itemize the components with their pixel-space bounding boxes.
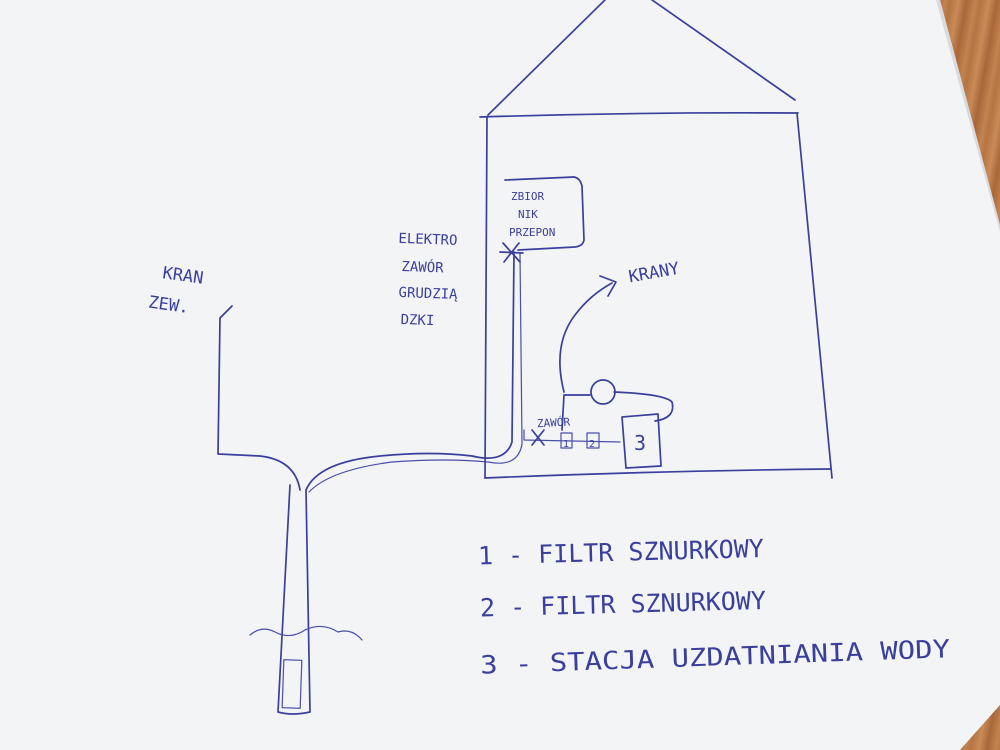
filter-box-2: [586, 432, 600, 449]
valve-star: [531, 429, 545, 446]
well-pump: [281, 659, 303, 709]
label-grudzia: GRUDZIĄ: [398, 285, 458, 303]
filter-box-1: [560, 432, 573, 449]
label-zbior: ZBIOR: [511, 190, 544, 203]
label-elektrozawor: ELEKTRO ZAWÓR GRUDZIĄ DZKI: [398, 231, 458, 329]
meter-circle: [590, 379, 616, 405]
house-left-wall: [484, 116, 488, 479]
station-box-3: [621, 413, 662, 469]
house-floor: [484, 468, 831, 479]
krany-arrow-head: [599, 275, 617, 297]
pipe-riser-to-taps: [561, 391, 674, 431]
pipe-to-house: [305, 251, 515, 491]
groundwater-line: [249, 625, 363, 641]
house-right-wall: [796, 112, 833, 479]
station-number-3: 3: [634, 431, 646, 455]
label-elektro: ELEKTRO: [398, 231, 458, 249]
label-dzki: DZKI: [400, 312, 434, 329]
tank-box: [504, 176, 585, 251]
label-przepon: PRZEPON: [509, 226, 555, 239]
paper-shadow-edge: [936, 0, 1000, 232]
pipe-to-house-inner: [308, 253, 523, 493]
well-shaft: [277, 484, 311, 715]
electrovalve-star: [499, 242, 524, 263]
pipe-to-filters: [523, 429, 621, 443]
label-zawor-1: ZAWÓR: [401, 257, 444, 276]
filter-number-1: 1: [563, 439, 569, 450]
label-zbiornik: ZBIOR NIK PRZEPON: [509, 190, 555, 239]
label-zawor-2: ZAWÓR: [537, 415, 571, 430]
house-roof: [479, 0, 799, 118]
filter-number-2: 2: [589, 439, 595, 450]
pipe-to-outside-tap: [217, 305, 301, 491]
pipe-to-krany: [559, 282, 613, 393]
label-nik: NIK: [518, 208, 538, 221]
